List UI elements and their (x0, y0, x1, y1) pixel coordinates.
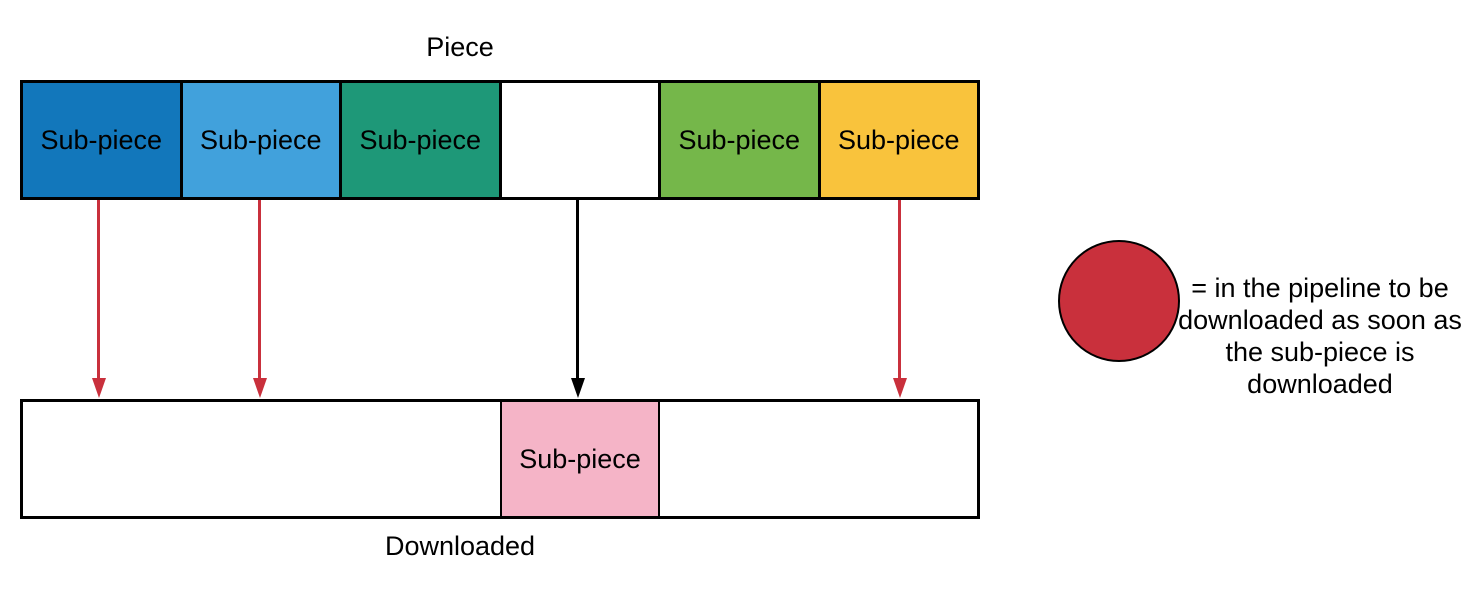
piece-cell-empty (498, 83, 658, 197)
downloaded-title: Downloaded (384, 531, 536, 561)
red-circle-icon (1058, 240, 1180, 362)
download-arrow-red-3 (892, 200, 907, 398)
sub-piece-cell-3: Sub-piece (339, 83, 499, 197)
piece-title: Piece (426, 32, 494, 62)
download-arrow-red-1 (91, 200, 106, 398)
sub-piece-cell-6: Sub-piece (817, 83, 977, 197)
download-arrow-black (570, 200, 585, 398)
piece-bar: Sub-piece Sub-piece Sub-piece Sub-piece … (20, 80, 980, 200)
downloaded-sub-piece-cell: Sub-piece (500, 402, 660, 516)
sub-piece-cell-2: Sub-piece (179, 83, 339, 197)
sub-piece-cell-5: Sub-piece (658, 83, 818, 197)
download-arrow-red-2 (252, 200, 267, 398)
sub-piece-cell-1: Sub-piece (23, 83, 180, 197)
downloaded-bar: Sub-piece (20, 399, 980, 519)
legend-text: = in the pipeline to be downloaded as so… (1178, 273, 1462, 399)
